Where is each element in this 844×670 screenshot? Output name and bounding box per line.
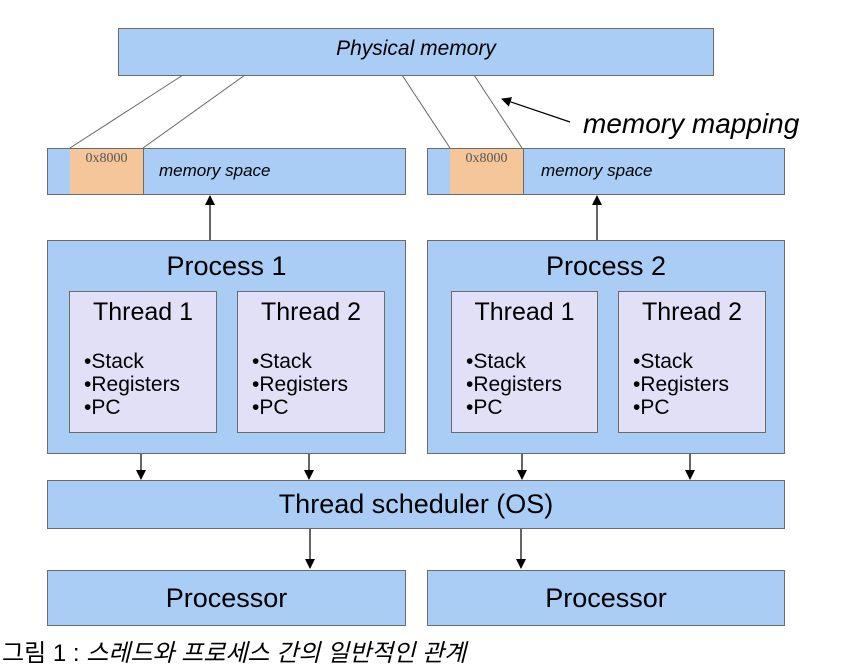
processor-label: Processor	[165, 582, 288, 613]
registers-item: Registers	[633, 373, 729, 396]
processor-2: Processor	[427, 570, 785, 626]
thread-title: Thread 1	[474, 298, 575, 326]
process-title: Process 2	[545, 251, 667, 281]
physical-memory-box: Physical memory	[118, 28, 714, 76]
process-title: Process 1	[166, 251, 287, 281]
stack-item: Stack	[252, 350, 348, 373]
memory-space-label: memory space	[159, 161, 271, 180]
pc-item: PC	[633, 396, 729, 419]
registers-item: Registers	[84, 373, 180, 396]
thread-items: Stack Registers PC	[84, 350, 180, 419]
thread-1: Thread 1 Stack Registers PC	[69, 291, 217, 433]
processor-1: Processor	[47, 570, 406, 626]
mapping-line	[473, 74, 523, 149]
memory-mapping-arrow	[501, 97, 571, 123]
address-label: 0x8000	[70, 149, 144, 194]
thread-items: Stack Registers PC	[252, 350, 348, 419]
pc-item: PC	[466, 396, 562, 419]
process-1: Process 1 Thread 1 Stack Registers PC Th…	[47, 240, 406, 454]
thread-2: Thread 2 Stack Registers PC	[618, 291, 766, 433]
memory-space-2: 0x8000 memory space	[427, 148, 785, 195]
registers-item: Registers	[466, 373, 562, 396]
figure-caption: 그림 1 : 스레드와 프로세스 간의 일반적인 관계	[2, 633, 466, 668]
stack-item: Stack	[466, 350, 562, 373]
registers-item: Registers	[252, 373, 348, 396]
stack-item: Stack	[84, 350, 180, 373]
thread-items: Stack Registers PC	[633, 350, 729, 419]
address-label: 0x8000	[450, 149, 524, 194]
thread-title: Thread 2	[260, 298, 362, 326]
caption-text: 스레드와 프로세스 간의 일반적인 관계	[86, 640, 467, 667]
pc-item: PC	[252, 396, 348, 419]
mapping-line	[142, 74, 246, 149]
caption-prefix: 그림 1 :	[2, 640, 87, 667]
memory-space-1: 0x8000 memory space	[47, 148, 406, 195]
stack-item: Stack	[633, 350, 729, 373]
pc-item: PC	[84, 396, 180, 419]
memory-space-label: memory space	[541, 161, 653, 180]
thread-title: Thread 1	[92, 298, 194, 326]
thread-title: Thread 2	[641, 298, 743, 326]
physical-memory-label: Physical memory	[336, 37, 496, 60]
processor-label: Processor	[545, 582, 667, 613]
process-2: Process 2 Thread 1 Stack Registers PC Th…	[427, 240, 785, 454]
thread-items: Stack Registers PC	[466, 350, 562, 419]
mapping-line	[69, 74, 184, 149]
mapping-line	[401, 74, 451, 149]
thread-2: Thread 2 Stack Registers PC	[237, 291, 385, 433]
thread-1: Thread 1 Stack Registers PC	[451, 291, 598, 433]
thread-scheduler-box: Thread scheduler (OS)	[47, 480, 785, 529]
memory-mapping-label: memory mapping	[583, 108, 800, 139]
thread-scheduler-label: Thread scheduler (OS)	[278, 489, 554, 519]
